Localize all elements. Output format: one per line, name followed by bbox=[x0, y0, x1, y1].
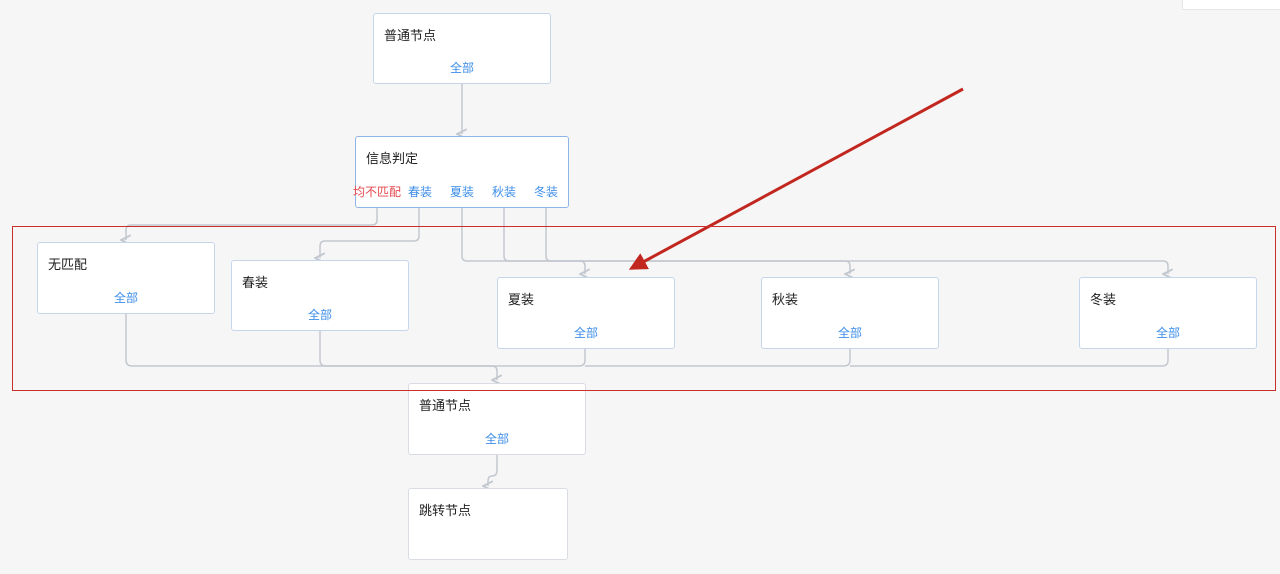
node-link-all[interactable]: 全部 bbox=[449, 61, 474, 75]
node-title: 无匹配 bbox=[48, 258, 88, 273]
connector-branch-spring bbox=[320, 208, 420, 258]
node-title: 秋装 bbox=[772, 293, 799, 308]
branch-label-autumn[interactable]: 秋装 bbox=[492, 185, 517, 199]
connector-branch-winter bbox=[545, 208, 1168, 274]
node-no-match[interactable]: 无匹配 全部 bbox=[37, 242, 215, 314]
connector-merge-winter bbox=[850, 349, 1169, 367]
node-winter[interactable]: 冬装 全部 bbox=[1079, 277, 1257, 349]
node-title: 夏装 bbox=[508, 293, 535, 308]
node-title: 跳转节点 bbox=[419, 504, 472, 519]
node-link-all[interactable]: 全部 bbox=[1155, 326, 1180, 340]
branch-label-summer[interactable]: 夏装 bbox=[450, 185, 475, 199]
node-link-all[interactable]: 全部 bbox=[837, 326, 862, 340]
node-summer[interactable]: 夏装 全部 bbox=[497, 277, 675, 349]
node-jump[interactable]: 跳转节点 bbox=[408, 488, 568, 560]
top-right-panel bbox=[1182, 0, 1280, 10]
highlight-box bbox=[12, 226, 1276, 391]
connector-merge-autumn bbox=[585, 349, 851, 367]
node-info-judge[interactable]: 信息判定 均不匹配 春装 夏装 秋装 冬装 bbox=[353, 136, 569, 208]
node-link-all[interactable]: 全部 bbox=[113, 291, 138, 305]
node-link-all[interactable]: 全部 bbox=[484, 432, 509, 446]
connector-merge-spring bbox=[319, 331, 497, 367]
node-link-all[interactable]: 全部 bbox=[307, 308, 332, 322]
node-title: 普通节点 bbox=[419, 399, 472, 414]
connector-merge-jump bbox=[488, 455, 498, 486]
node-title: 春装 bbox=[242, 276, 269, 291]
node-start[interactable]: 普通节点 全部 bbox=[373, 13, 551, 84]
node-merge[interactable]: 普通节点 全部 bbox=[408, 383, 586, 455]
node-link-all[interactable]: 全部 bbox=[573, 326, 598, 340]
connector-merge-summer bbox=[497, 349, 586, 367]
branch-label-winter[interactable]: 冬装 bbox=[534, 185, 559, 199]
node-spring[interactable]: 春装 全部 bbox=[231, 260, 409, 331]
node-title: 普通节点 bbox=[384, 29, 437, 44]
node-title: 冬装 bbox=[1090, 293, 1117, 308]
node-title: 信息判定 bbox=[366, 152, 419, 167]
node-autumn[interactable]: 秋装 全部 bbox=[761, 277, 939, 349]
connector-merge-nomatch bbox=[125, 314, 497, 380]
annotation-arrow bbox=[628, 87, 964, 270]
branch-label-spring[interactable]: 春装 bbox=[408, 185, 433, 199]
branch-label-nomatch[interactable]: 均不匹配 bbox=[353, 185, 402, 199]
connector-branch-nomatch bbox=[126, 208, 378, 240]
